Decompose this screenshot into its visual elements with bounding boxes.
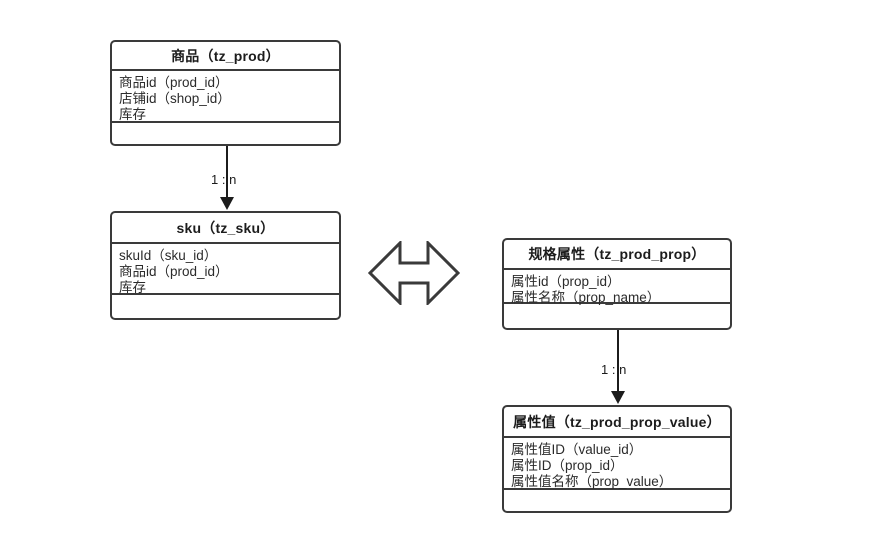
double-headed-arrow-icon	[368, 241, 460, 305]
entity-fields-tz-prod: 商品id（prod_id） 店铺id（shop_id） 库存	[112, 71, 339, 123]
entity-box-tz-prod-prop-value[interactable]: 属性值（tz_prod_prop_value） 属性值ID（value_id） …	[502, 405, 732, 513]
entity-footer-tz-prod	[112, 123, 339, 144]
entity-field: 商品id（prod_id）	[119, 75, 229, 90]
arrow-head-icon	[220, 197, 234, 210]
entity-field: 店铺id（shop_id）	[119, 91, 231, 106]
entity-field: 属性值名称（prop_value）	[511, 474, 673, 489]
entity-footer-tz-prod-prop	[504, 304, 730, 328]
connector-line	[617, 330, 619, 392]
entity-title-tz-prod-prop-value: 属性值（tz_prod_prop_value）	[504, 407, 730, 438]
entity-field: 属性ID（prop_id）	[511, 458, 624, 473]
connector-line	[226, 146, 228, 198]
entity-title-tz-sku: sku（tz_sku）	[112, 213, 339, 244]
entity-field: 属性id（prop_id）	[511, 274, 621, 289]
entity-title-tz-prod: 商品（tz_prod）	[112, 42, 339, 71]
entity-box-tz-sku[interactable]: sku（tz_sku） skuId（sku_id） 商品id（prod_id） …	[110, 211, 341, 320]
entity-field: 属性值ID（value_id）	[511, 442, 643, 457]
entity-field: 库存	[119, 280, 146, 295]
connector-label: 1 : n	[211, 172, 237, 187]
entity-fields-tz-prod-prop-value: 属性值ID（value_id） 属性ID（prop_id） 属性值名称（prop…	[504, 438, 730, 490]
entity-fields-tz-sku: skuId（sku_id） 商品id（prod_id） 库存	[112, 244, 339, 295]
arrow-head-icon	[611, 391, 625, 404]
entity-field: skuId（sku_id）	[119, 248, 218, 263]
entity-title-tz-prod-prop: 规格属性（tz_prod_prop）	[504, 240, 730, 270]
entity-fields-tz-prod-prop: 属性id（prop_id） 属性名称（prop_name）	[504, 270, 730, 305]
connector-label: 1 : n	[601, 362, 627, 377]
entity-field: 商品id（prod_id）	[119, 264, 229, 279]
entity-field: 库存	[119, 107, 146, 122]
entity-footer-tz-prod-prop-value	[504, 490, 730, 511]
entity-field: 属性名称（prop_name）	[511, 290, 661, 305]
entity-box-tz-prod[interactable]: 商品（tz_prod） 商品id（prod_id） 店铺id（shop_id） …	[110, 40, 341, 146]
entity-footer-tz-sku	[112, 295, 339, 318]
entity-box-tz-prod-prop[interactable]: 规格属性（tz_prod_prop） 属性id（prop_id） 属性名称（pr…	[502, 238, 732, 330]
